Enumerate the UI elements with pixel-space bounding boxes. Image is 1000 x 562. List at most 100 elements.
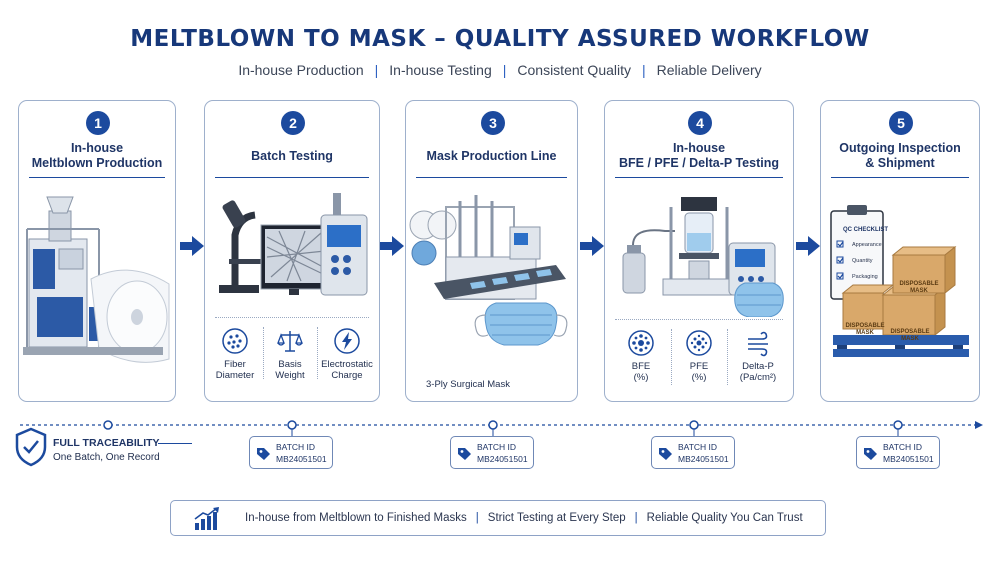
step-caption: 3-Ply Surgical Mask — [426, 379, 510, 390]
step-title-line: Outgoing Inspection — [839, 141, 961, 155]
box-label-line: MASK — [901, 336, 919, 342]
shield-check-icon — [15, 427, 47, 467]
feature-label: PFE — [689, 361, 709, 372]
flow-arrow-icon — [580, 235, 604, 257]
qc-checklist-item: Quantity — [852, 258, 873, 264]
flow-arrow-icon — [796, 235, 820, 257]
step-title: Outgoing Inspection & Shipment — [821, 141, 979, 171]
step-title-line: Batch Testing — [251, 149, 333, 163]
subtitle-separator: | — [374, 62, 379, 78]
step-title-line: Mask Production Line — [426, 149, 557, 163]
step-card-shipment: 5 Outgoing Inspection & Shipment QC CHEC… — [820, 100, 980, 402]
meltblown-machine-illustration — [23, 196, 170, 363]
subtitle-item: In-house Production — [238, 62, 364, 78]
step-card-meltblown: 1 In-house Meltblown Production — [18, 100, 176, 402]
feature-label: Fiber — [224, 359, 246, 370]
flow-arrow-icon — [380, 235, 404, 257]
step-number-badge: 4 — [688, 111, 712, 135]
page-title: MELTBLOWN TO MASK – QUALITY ASSURED WORK… — [130, 26, 870, 52]
batch-id-label: BATCH ID — [678, 442, 718, 452]
batch-id-value: MB24051501 — [276, 454, 327, 464]
batch-id-label: BATCH ID — [276, 442, 316, 452]
fiber-diameter-icon — [222, 328, 248, 354]
feature-label: (Pa/cm²) — [739, 372, 777, 383]
subtitle-bar: In-house Production|In-house Testing|Con… — [0, 62, 1000, 78]
batch-id-value: MB24051501 — [477, 454, 528, 464]
traceability-connector — [158, 443, 192, 444]
traceability-subtitle: One Batch, One Record — [53, 452, 160, 463]
step-title: In-house Meltblown Production — [19, 141, 175, 171]
box-label-line: MASK — [910, 288, 928, 294]
tag-icon — [458, 448, 471, 460]
step-title-line: & Shipment — [865, 156, 935, 170]
batch-id-tag: BATCH ID MB24051501 — [450, 436, 534, 469]
subtitle-separator: | — [642, 62, 646, 78]
batch-id-label: BATCH ID — [883, 442, 923, 452]
balance-scale-icon — [277, 331, 303, 352]
feature-label: Diameter — [215, 370, 255, 381]
airflow-icon — [748, 331, 768, 357]
growth-chart-icon — [194, 507, 219, 530]
filtration-tester-illustration — [622, 197, 784, 317]
step-number-badge: 3 — [481, 111, 505, 135]
feature-separator — [263, 327, 264, 379]
feature-basis-weight: Basis Weight — [265, 327, 315, 381]
footer-banner: In-house from Meltblown to Finished Mask… — [170, 500, 826, 536]
batch-id-value: MB24051501 — [883, 454, 934, 464]
batch-id-tag: BATCH ID MB24051501 — [651, 436, 735, 469]
feature-delta-p: Delta-P (Pa/cm²) — [729, 329, 787, 383]
box-label-line: DISPOSABLE — [899, 281, 939, 287]
footer-text: In-house from Meltblown to Finished Mask… — [245, 512, 803, 524]
batch-id-label: BATCH ID — [477, 442, 517, 452]
footer-item: Strict Testing at Every Step — [487, 512, 626, 524]
step-title-line: In-house — [672, 141, 726, 155]
batch-id-tag: BATCH ID MB24051501 — [249, 436, 333, 469]
step-number-badge: 1 — [86, 111, 110, 135]
feature-label: Basis — [278, 359, 302, 370]
box-label: DISPOSABLE MASK — [895, 281, 943, 295]
feature-separator — [671, 329, 672, 385]
feature-label: (%) — [691, 372, 707, 383]
feature-divider — [215, 317, 369, 318]
feature-label: Electrostatic — [321, 359, 373, 370]
bfe-icon — [628, 330, 654, 356]
footer-separator: | — [634, 512, 638, 524]
footer-separator: | — [475, 512, 479, 524]
feature-divider — [615, 319, 783, 320]
step-title-line: BFE / PFE / Delta-P Testing — [619, 156, 779, 170]
tag-icon — [864, 448, 877, 460]
footer-item: Reliable Quality You Can Trust — [646, 512, 803, 524]
batch-id-tag: BATCH ID MB24051501 — [856, 436, 940, 469]
box-label-line: DISPOSABLE — [890, 329, 930, 335]
step-title: Batch Testing — [205, 149, 379, 164]
feature-label: BFE — [631, 361, 651, 372]
step-title: Mask Production Line — [406, 149, 577, 164]
subtitle-item: Reliable Delivery — [656, 62, 762, 78]
qc-checklist-item: Appearance — [852, 242, 882, 248]
step-divider — [615, 177, 783, 178]
feature-pfe: PFE (%) — [673, 329, 725, 383]
step-title-line: In-house — [70, 141, 124, 155]
pfe-icon — [686, 330, 712, 356]
step-card-mask-production: 3 Mask Production Line 3-Ply Surgical Ma… — [405, 100, 578, 402]
step-title-line: Meltblown Production — [31, 156, 163, 170]
feature-bfe: BFE (%) — [615, 329, 667, 383]
lightning-icon — [334, 328, 360, 354]
feature-label: Weight — [275, 370, 305, 381]
step-title: In-house BFE / PFE / Delta-P Testing — [605, 141, 793, 171]
qc-checklist-item: Packaging — [852, 274, 878, 280]
step-divider — [29, 177, 165, 178]
subtitle-separator: | — [502, 62, 507, 78]
batch-id-value: MB24051501 — [678, 454, 729, 464]
footer-item: In-house from Meltblown to Finished Mask… — [245, 512, 467, 524]
step-divider — [831, 177, 969, 178]
box-label: DISPOSABLE MASK — [845, 323, 885, 337]
box-label: DISPOSABLE MASK — [885, 329, 935, 343]
traceability-timeline — [20, 420, 983, 437]
feature-electrostatic-charge: Electrostatic Charge — [317, 327, 377, 381]
step-card-filtration-testing: 4 In-house BFE / PFE / Delta-P Testing B… — [604, 100, 794, 402]
feature-fiber-diameter: Fiber Diameter — [209, 327, 261, 381]
step-number-badge: 5 — [889, 111, 913, 135]
flow-arrow-icon — [180, 235, 204, 257]
subtitle-item: In-house Testing — [389, 62, 492, 78]
